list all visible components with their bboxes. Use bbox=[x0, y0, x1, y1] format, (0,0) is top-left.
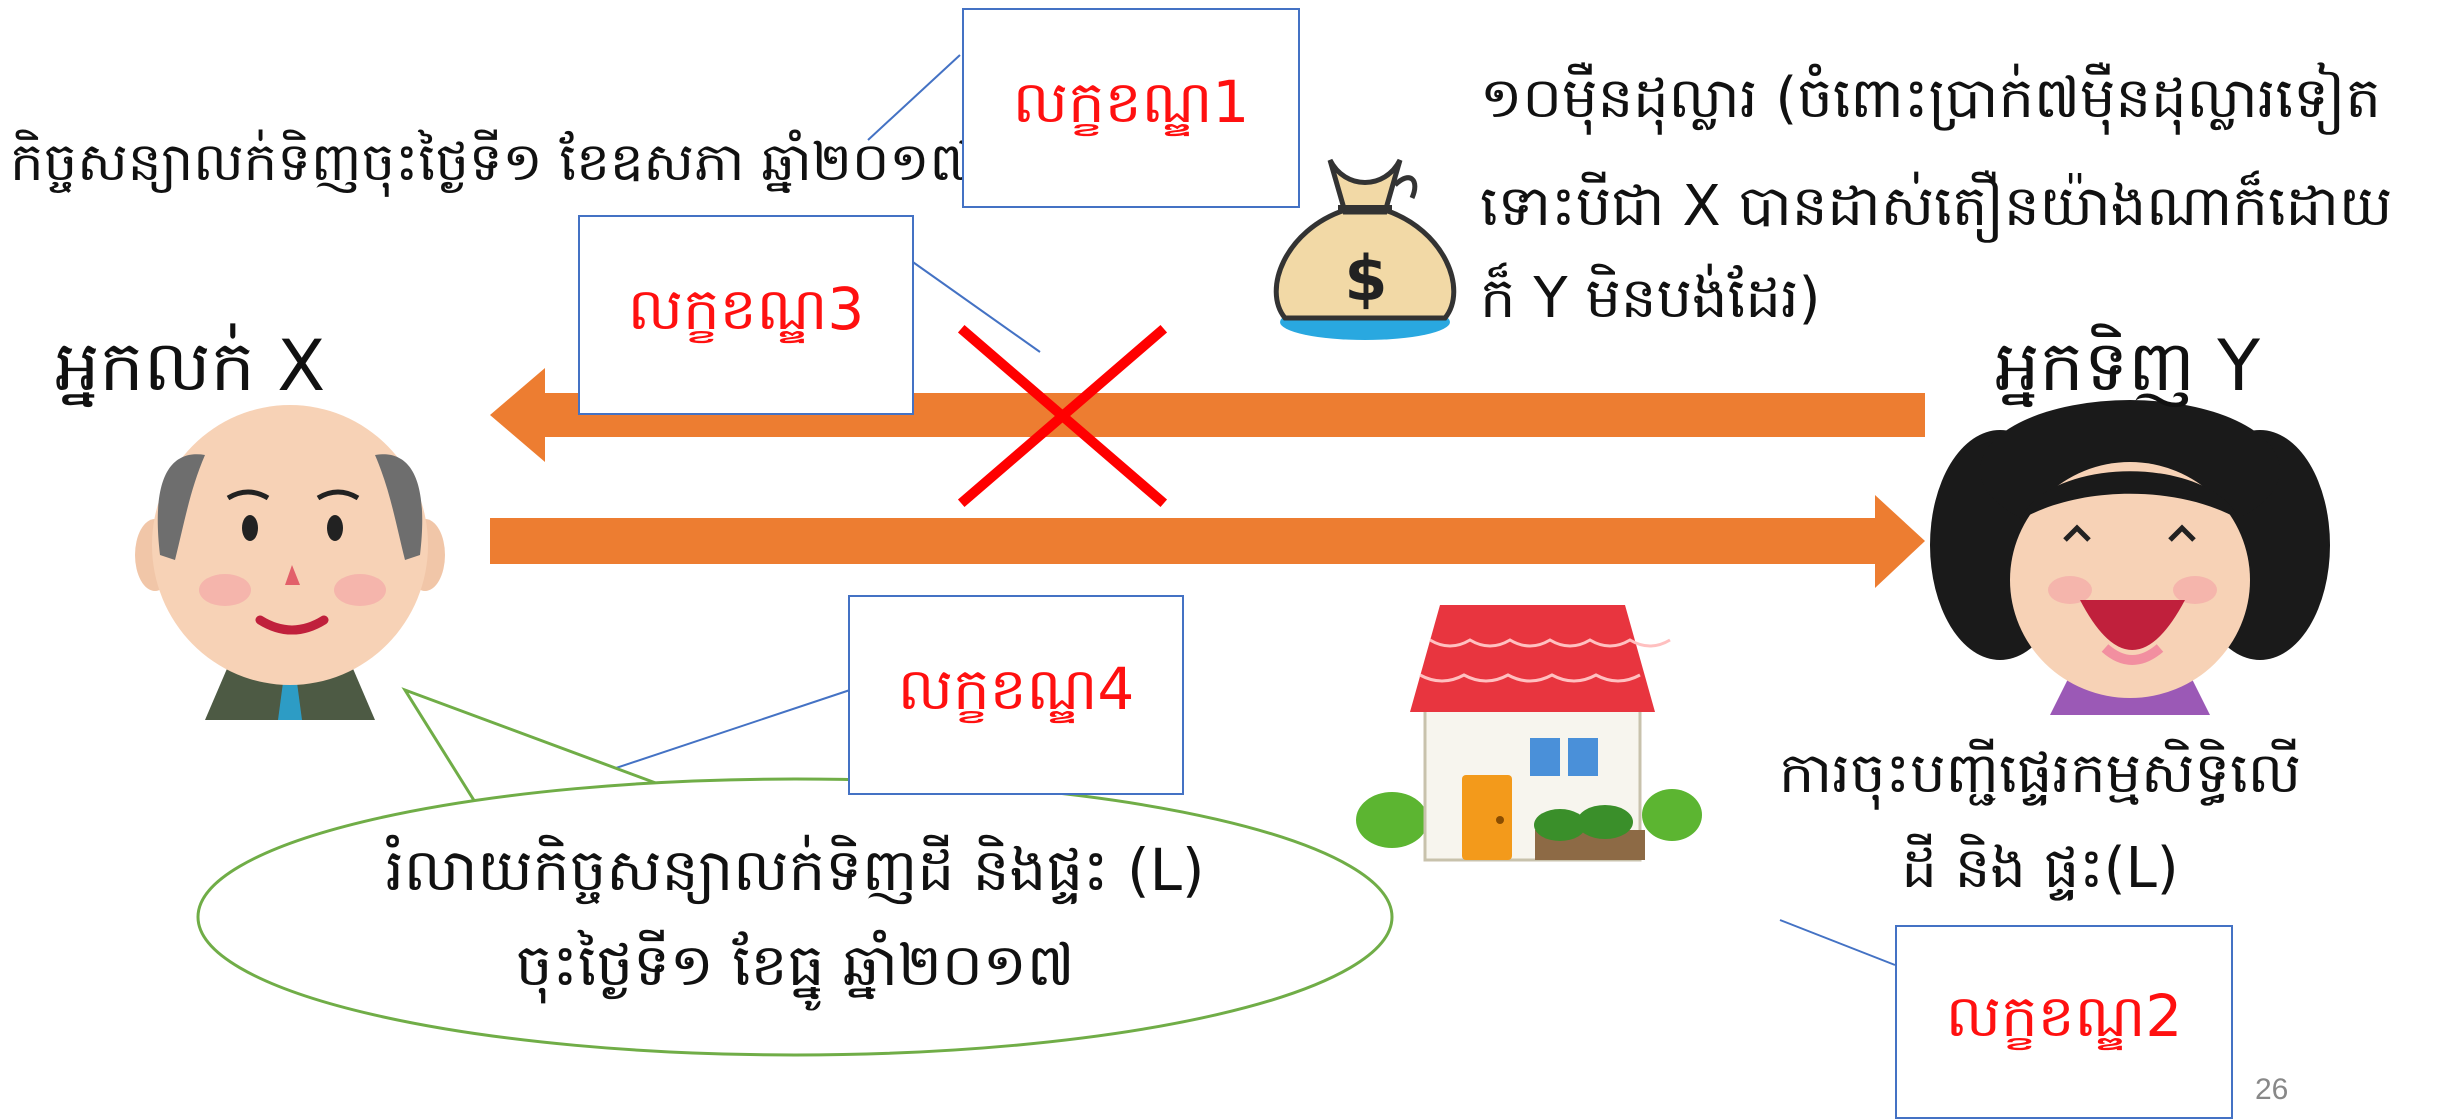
speech-bubble bbox=[196, 687, 1394, 1057]
contract-date-text: កិច្ចសន្យាលក់ទិញចុះថ្ងៃទី១ ខែឧសភា ឆ្នាំ២… bbox=[10, 132, 974, 193]
registration-note-line1: ការចុះបញ្ជីផ្ទេរកម្មសិទ្ធិលើ bbox=[1778, 741, 2302, 806]
speech-line1: រំលាយកិច្ចសន្យាលក់ទិញដី និងផ្ទះ (L) bbox=[385, 836, 1205, 904]
cross-mark bbox=[957, 324, 1168, 508]
svg-text:$: $ bbox=[1344, 242, 1387, 315]
money-note-line2: ទោះបីជា X បានដាស់តឿនយ៉ាងណាក៏ដោយ bbox=[1480, 174, 2393, 239]
registration-note-line2: ដី និង ផ្ទះ(L) bbox=[1901, 836, 2179, 901]
seller-avatar bbox=[135, 405, 445, 720]
connector-lines bbox=[579, 54, 1896, 966]
seller-label: អ្នកលក់ X bbox=[55, 325, 326, 407]
speech-line2: ចុះថ្ងៃទី១ ខែធ្នូ ឆ្នាំ២០១៧ bbox=[515, 931, 1075, 999]
money-note-line3: ក៏ Y មិនបង់ដែរ) bbox=[1480, 266, 1821, 331]
label-element-2: លក្ខខណ្ឌ2 bbox=[1895, 925, 2233, 1119]
buyer-label: អ្នកទិញ Y bbox=[1995, 325, 2260, 407]
page-number: 26 bbox=[2255, 1073, 2289, 1106]
money-bag-icon: $ bbox=[1273, 158, 1457, 340]
house-icon bbox=[1356, 605, 1702, 862]
label-element-3: លក្ខខណ្ឌ3 bbox=[578, 215, 914, 415]
money-note-line1: ១០ម៉ឺនដុល្លារ (ចំពោះប្រាក់៧ម៉ឺនដុល្លារទៀ… bbox=[1480, 66, 2381, 131]
buyer-avatar bbox=[1930, 400, 2330, 715]
label-element-4: លក្ខខណ្ឌ4 bbox=[848, 595, 1184, 795]
arrow-seller-to-buyer bbox=[490, 495, 1925, 588]
label-element-1: លក្ខខណ្ឌ1 bbox=[962, 8, 1300, 208]
